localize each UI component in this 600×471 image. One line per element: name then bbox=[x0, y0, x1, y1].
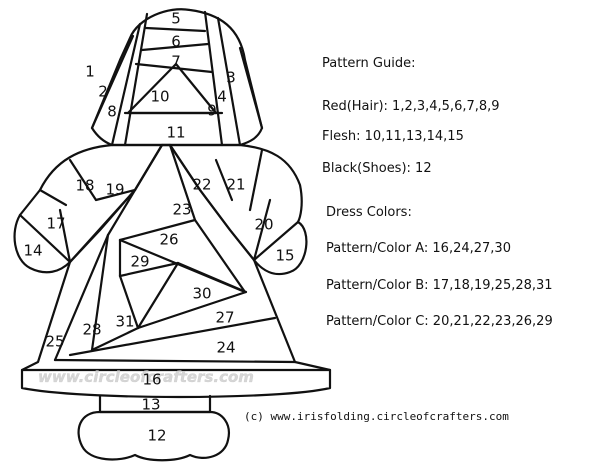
region-number-15: 15 bbox=[275, 247, 294, 265]
dress-line-28b bbox=[90, 326, 140, 352]
dress-line-22-23 bbox=[168, 143, 197, 222]
dress-line-19-diag bbox=[106, 188, 137, 237]
dress-outline bbox=[20, 143, 332, 399]
hair-strand-right-2 bbox=[216, 16, 242, 147]
dress-line-30b bbox=[136, 290, 248, 330]
region-number-18: 18 bbox=[75, 177, 94, 195]
region-number-6: 6 bbox=[171, 33, 181, 51]
dress-line-31b bbox=[136, 261, 180, 330]
arm-line-17-18 bbox=[38, 188, 68, 207]
region-number-16: 16 bbox=[142, 371, 161, 389]
region-number-19: 19 bbox=[105, 181, 124, 199]
hair-and-head bbox=[90, 8, 264, 147]
dress-line-26-right bbox=[193, 218, 247, 294]
region-number-25: 25 bbox=[45, 333, 64, 351]
guide-red-hair: Red(Hair): 1,2,3,4,5,6,7,8,9 bbox=[322, 99, 500, 114]
hair-strand-right-3 bbox=[203, 10, 224, 147]
arm-line-17-cuff bbox=[58, 208, 72, 264]
dress-line-24 bbox=[53, 358, 297, 364]
region-number-10: 10 bbox=[150, 88, 169, 106]
pattern-guide-heading: Pattern Guide: bbox=[322, 56, 416, 71]
arm-line-20-21 bbox=[248, 148, 264, 212]
arm-line-18-19 bbox=[68, 158, 98, 202]
region-number-21: 21 bbox=[226, 176, 245, 194]
region-number-27: 27 bbox=[215, 309, 234, 327]
dress-line-28 bbox=[90, 233, 110, 352]
region-number-2: 2 bbox=[98, 83, 108, 101]
region-number-13: 13 bbox=[141, 396, 160, 414]
hair-strand-left-3 bbox=[123, 12, 149, 147]
region-number-7: 7 bbox=[171, 53, 181, 71]
region-number-8: 8 bbox=[107, 103, 117, 121]
guide-pattern-a: Pattern/Color A: 16,24,27,30 bbox=[326, 241, 511, 256]
region-number-14: 14 bbox=[23, 242, 42, 260]
shoes-12 bbox=[77, 410, 230, 462]
hair-band-7-10 bbox=[134, 62, 214, 74]
dress-line-30 bbox=[176, 261, 248, 294]
region-number-22: 22 bbox=[192, 176, 211, 194]
dress-line-27 bbox=[68, 316, 277, 357]
region-number-24: 24 bbox=[216, 339, 235, 357]
dress-line-29-bottom bbox=[118, 261, 180, 278]
arm-line-14-17 bbox=[18, 213, 72, 264]
dress-line-31 bbox=[118, 274, 140, 330]
hair-strand-left-1 bbox=[90, 34, 135, 130]
dress-line-25 bbox=[53, 233, 110, 362]
region-number-31: 31 bbox=[115, 313, 134, 331]
copyright-text: (c) www.irisfolding.circleofcrafters.com bbox=[244, 410, 509, 423]
region-number-1: 1 bbox=[85, 63, 95, 81]
dress-colors-heading: Dress Colors: bbox=[326, 205, 412, 220]
region-number-11: 11 bbox=[166, 124, 185, 142]
region-number-4: 4 bbox=[217, 88, 227, 106]
arms bbox=[13, 143, 308, 276]
region-number-29: 29 bbox=[130, 253, 149, 271]
region-number-30: 30 bbox=[192, 285, 211, 303]
legs-and-shoes bbox=[77, 394, 230, 462]
arm-line-20-cuff bbox=[252, 198, 272, 262]
dress bbox=[20, 143, 332, 399]
hair-strand-right-1 bbox=[238, 46, 264, 130]
region-numbers: 1 2 3 4 5 6 7 8 9 10 11 12 13 14 15 16 1… bbox=[23, 10, 294, 445]
region-number-3: 3 bbox=[226, 69, 236, 87]
guide-black-shoes: Black(Shoes): 12 bbox=[322, 161, 432, 176]
arm-line-21-22 bbox=[214, 158, 234, 202]
dress-line-23 bbox=[118, 218, 197, 242]
region-number-5: 5 bbox=[171, 10, 181, 28]
watermark-text: www.circleofcrafters.com bbox=[38, 368, 254, 386]
region-number-28: 28 bbox=[82, 321, 101, 339]
left-shoulder-arm bbox=[13, 143, 164, 274]
region-number-12: 12 bbox=[147, 427, 166, 445]
region-number-23: 23 bbox=[172, 201, 191, 219]
hair-strand-left-2 bbox=[110, 22, 142, 147]
region-number-26: 26 bbox=[159, 231, 178, 249]
region-number-20: 20 bbox=[254, 216, 273, 234]
region-number-17: 17 bbox=[46, 215, 65, 233]
region-number-9: 9 bbox=[207, 102, 217, 120]
guide-flesh: Flesh: 10,11,13,14,15 bbox=[322, 129, 464, 144]
guide-pattern-c: Pattern/Color C: 20,21,22,23,26,29 bbox=[326, 314, 553, 329]
arm-line-15-20 bbox=[252, 220, 300, 262]
hair-band-6-7 bbox=[140, 42, 210, 52]
hair-band-5-6 bbox=[144, 26, 207, 33]
arm-line-19-body bbox=[94, 188, 137, 202]
guide-pattern-b: Pattern/Color B: 17,18,19,25,28,31 bbox=[326, 278, 553, 293]
